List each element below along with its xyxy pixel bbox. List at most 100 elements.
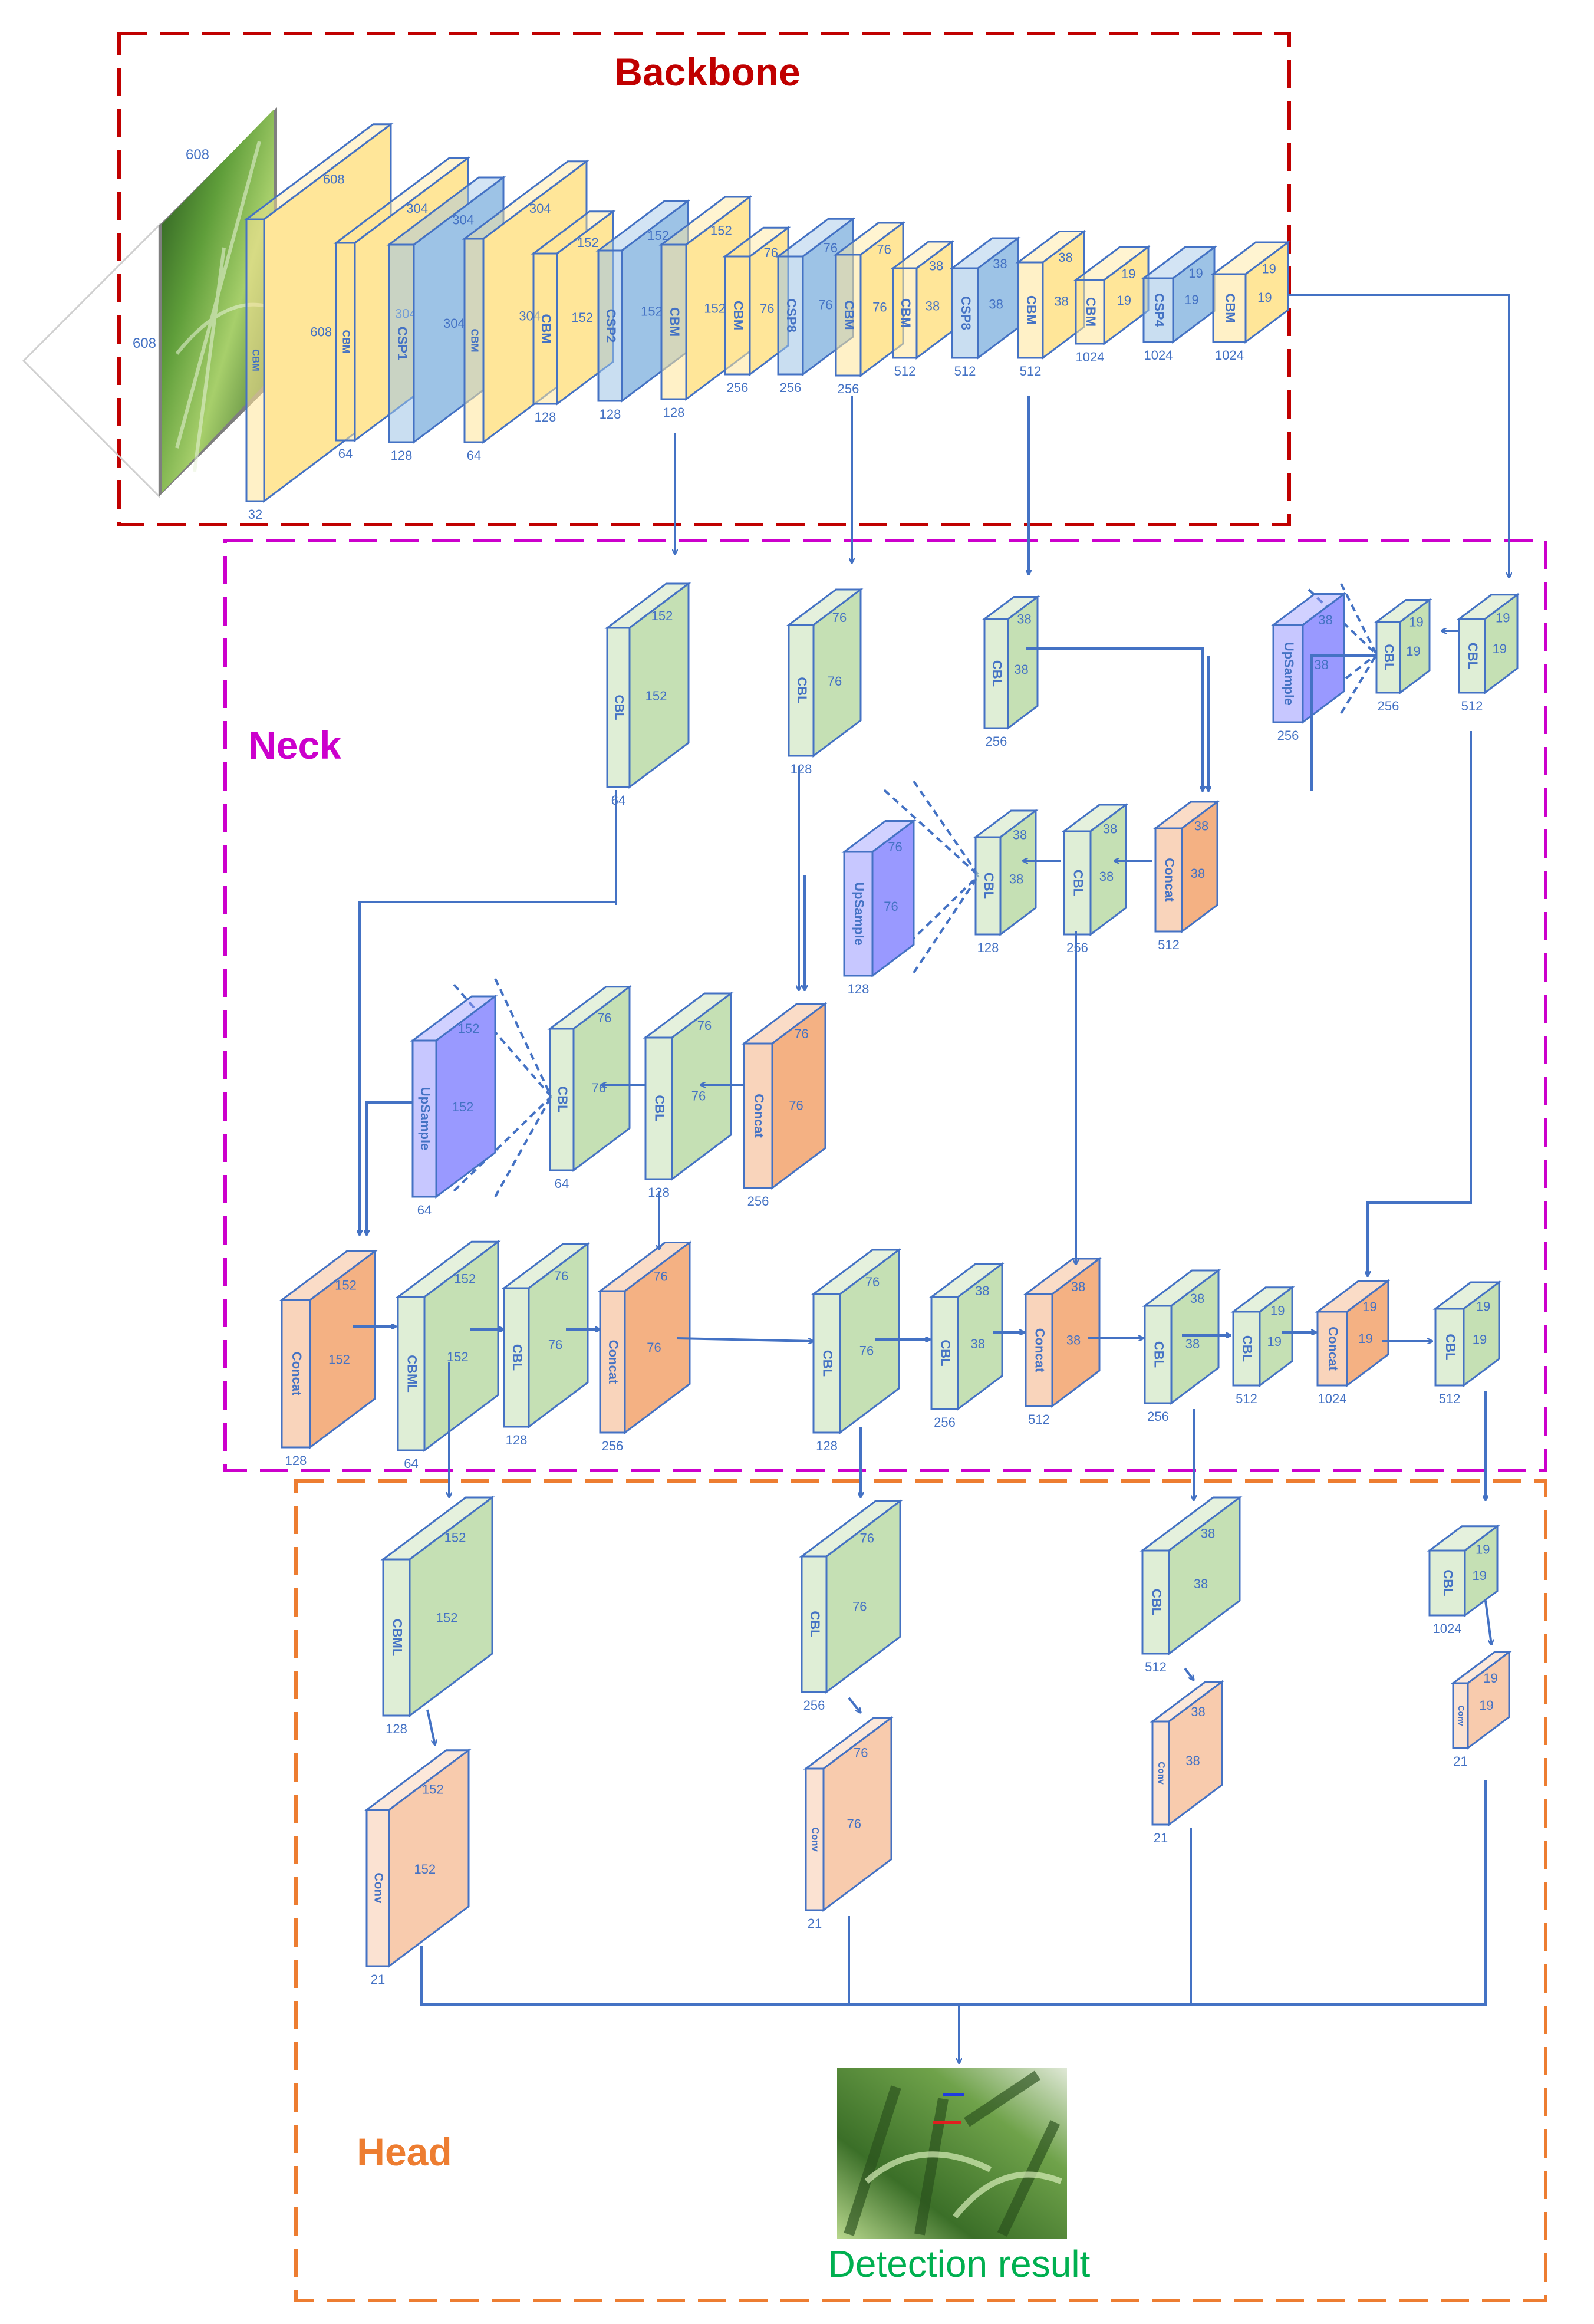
block-label: CBL [653, 1095, 667, 1121]
block-channels: 128 [600, 407, 621, 422]
block-dim-side: 38 [1054, 294, 1068, 308]
block-dim-top: 76 [877, 242, 891, 256]
block-dim-top: 19 [1362, 1299, 1376, 1314]
block-dim-side: 38 [1066, 1333, 1081, 1348]
block-label: CBM [1083, 297, 1098, 327]
block-dim-side: 38 [1185, 1337, 1200, 1351]
block-dim-side: 19 [1267, 1334, 1282, 1349]
block-dim-top: 76 [832, 610, 847, 625]
block-label: CSP2 [604, 309, 618, 343]
block-dim-top: 304 [452, 212, 474, 227]
block-channels: 64 [611, 793, 625, 808]
block-channels: 128 [391, 448, 413, 463]
block-dim-top: 19 [1270, 1303, 1285, 1318]
detection-result-image [837, 2068, 1067, 2239]
block-dim-top: 76 [554, 1269, 568, 1283]
block-dim-top: 152 [422, 1782, 444, 1796]
block-dim-side: 76 [884, 899, 898, 914]
block-dim-top: 152 [454, 1271, 476, 1286]
block-channels: 256 [934, 1415, 956, 1430]
block-label: CBL [808, 1611, 822, 1637]
block-channels: 64 [404, 1456, 418, 1471]
block-dim-top: 38 [1103, 821, 1117, 836]
block-label: Concat [752, 1094, 766, 1138]
block-channels: 21 [1453, 1754, 1467, 1769]
block-channels: 128 [816, 1438, 838, 1453]
block-label: UpSample [1282, 642, 1296, 706]
block-dim-side: 19 [1473, 1568, 1487, 1583]
block-channels: 64 [467, 448, 481, 463]
block-channels: 512 [1020, 364, 1042, 378]
block-dim-side: 19 [1358, 1331, 1372, 1346]
block-label: CSP1 [395, 327, 410, 360]
block-dim-side: 76 [789, 1098, 803, 1112]
block-dim-top: 38 [1017, 611, 1031, 626]
block-dim-top: 304 [406, 201, 428, 216]
block-label: CBM [898, 298, 913, 328]
block-label: CBL [990, 660, 1005, 687]
block-label: CBL [1465, 643, 1480, 669]
block-channels: 512 [954, 364, 976, 378]
block-dim-side: 38 [1009, 872, 1023, 887]
block-dim-side: 38 [1314, 657, 1328, 672]
block-dim-top: 19 [1121, 266, 1135, 281]
neck-title: Neck [248, 723, 341, 767]
block-channels: 256 [1378, 699, 1399, 713]
block-channels: 128 [977, 940, 999, 955]
block-dim-top: 19 [1483, 1671, 1497, 1686]
block-label: CBM [251, 349, 261, 371]
block-dim-top: 19 [1188, 266, 1203, 281]
block-label: CBL [1441, 1569, 1455, 1596]
block-channels: 512 [1158, 937, 1180, 952]
block-dim-top: 38 [1071, 1279, 1085, 1294]
block-dim-side: 38 [971, 1337, 985, 1351]
block-dim-top: 152 [577, 235, 599, 250]
block-label: CBL [555, 1086, 570, 1112]
block-channels: 128 [285, 1453, 307, 1468]
block-dim-side: 19 [1479, 1698, 1493, 1713]
block-label: Conv [1156, 1762, 1166, 1785]
input-width-label: 608 [186, 147, 209, 163]
block-label: CBM [539, 314, 554, 343]
block-dim-top: 19 [1409, 614, 1423, 629]
block-label: CBML [405, 1355, 420, 1393]
block-dim-side: 76 [859, 1344, 874, 1358]
block-channels: 128 [506, 1433, 528, 1447]
block-channels: 256 [838, 381, 859, 396]
block-dim-top: 38 [929, 258, 943, 273]
block-dim-side: 304 [443, 316, 465, 331]
block-dim-top: 38 [1058, 250, 1072, 265]
block-label: Conv [371, 1872, 385, 1904]
block-channels: 256 [803, 1698, 825, 1713]
block-cbm-b4: CBM 152 152 128 [531, 209, 616, 424]
block-dim-top: 76 [888, 840, 902, 854]
block-dim-side: 152 [571, 310, 593, 325]
block-label: CBM [667, 307, 682, 337]
block-dim-side: 152 [447, 1349, 469, 1364]
block-dim-side: 76 [760, 301, 774, 316]
block-dim-side: 76 [847, 1816, 861, 1831]
block-dim-side: 76 [647, 1340, 661, 1355]
block-channels: 128 [535, 410, 556, 424]
block-dim-top: 76 [764, 245, 778, 260]
block-channels: 128 [663, 405, 685, 420]
connectors [353, 294, 1509, 2063]
block-dim-side: 76 [828, 674, 842, 689]
neck-frame [223, 539, 1547, 1472]
block-dim-top: 38 [993, 256, 1007, 271]
block-label: CBM [1223, 293, 1238, 322]
blocks-layer: CBM60860832CBM30430464CSP1304304128CBM30… [243, 122, 1520, 1987]
